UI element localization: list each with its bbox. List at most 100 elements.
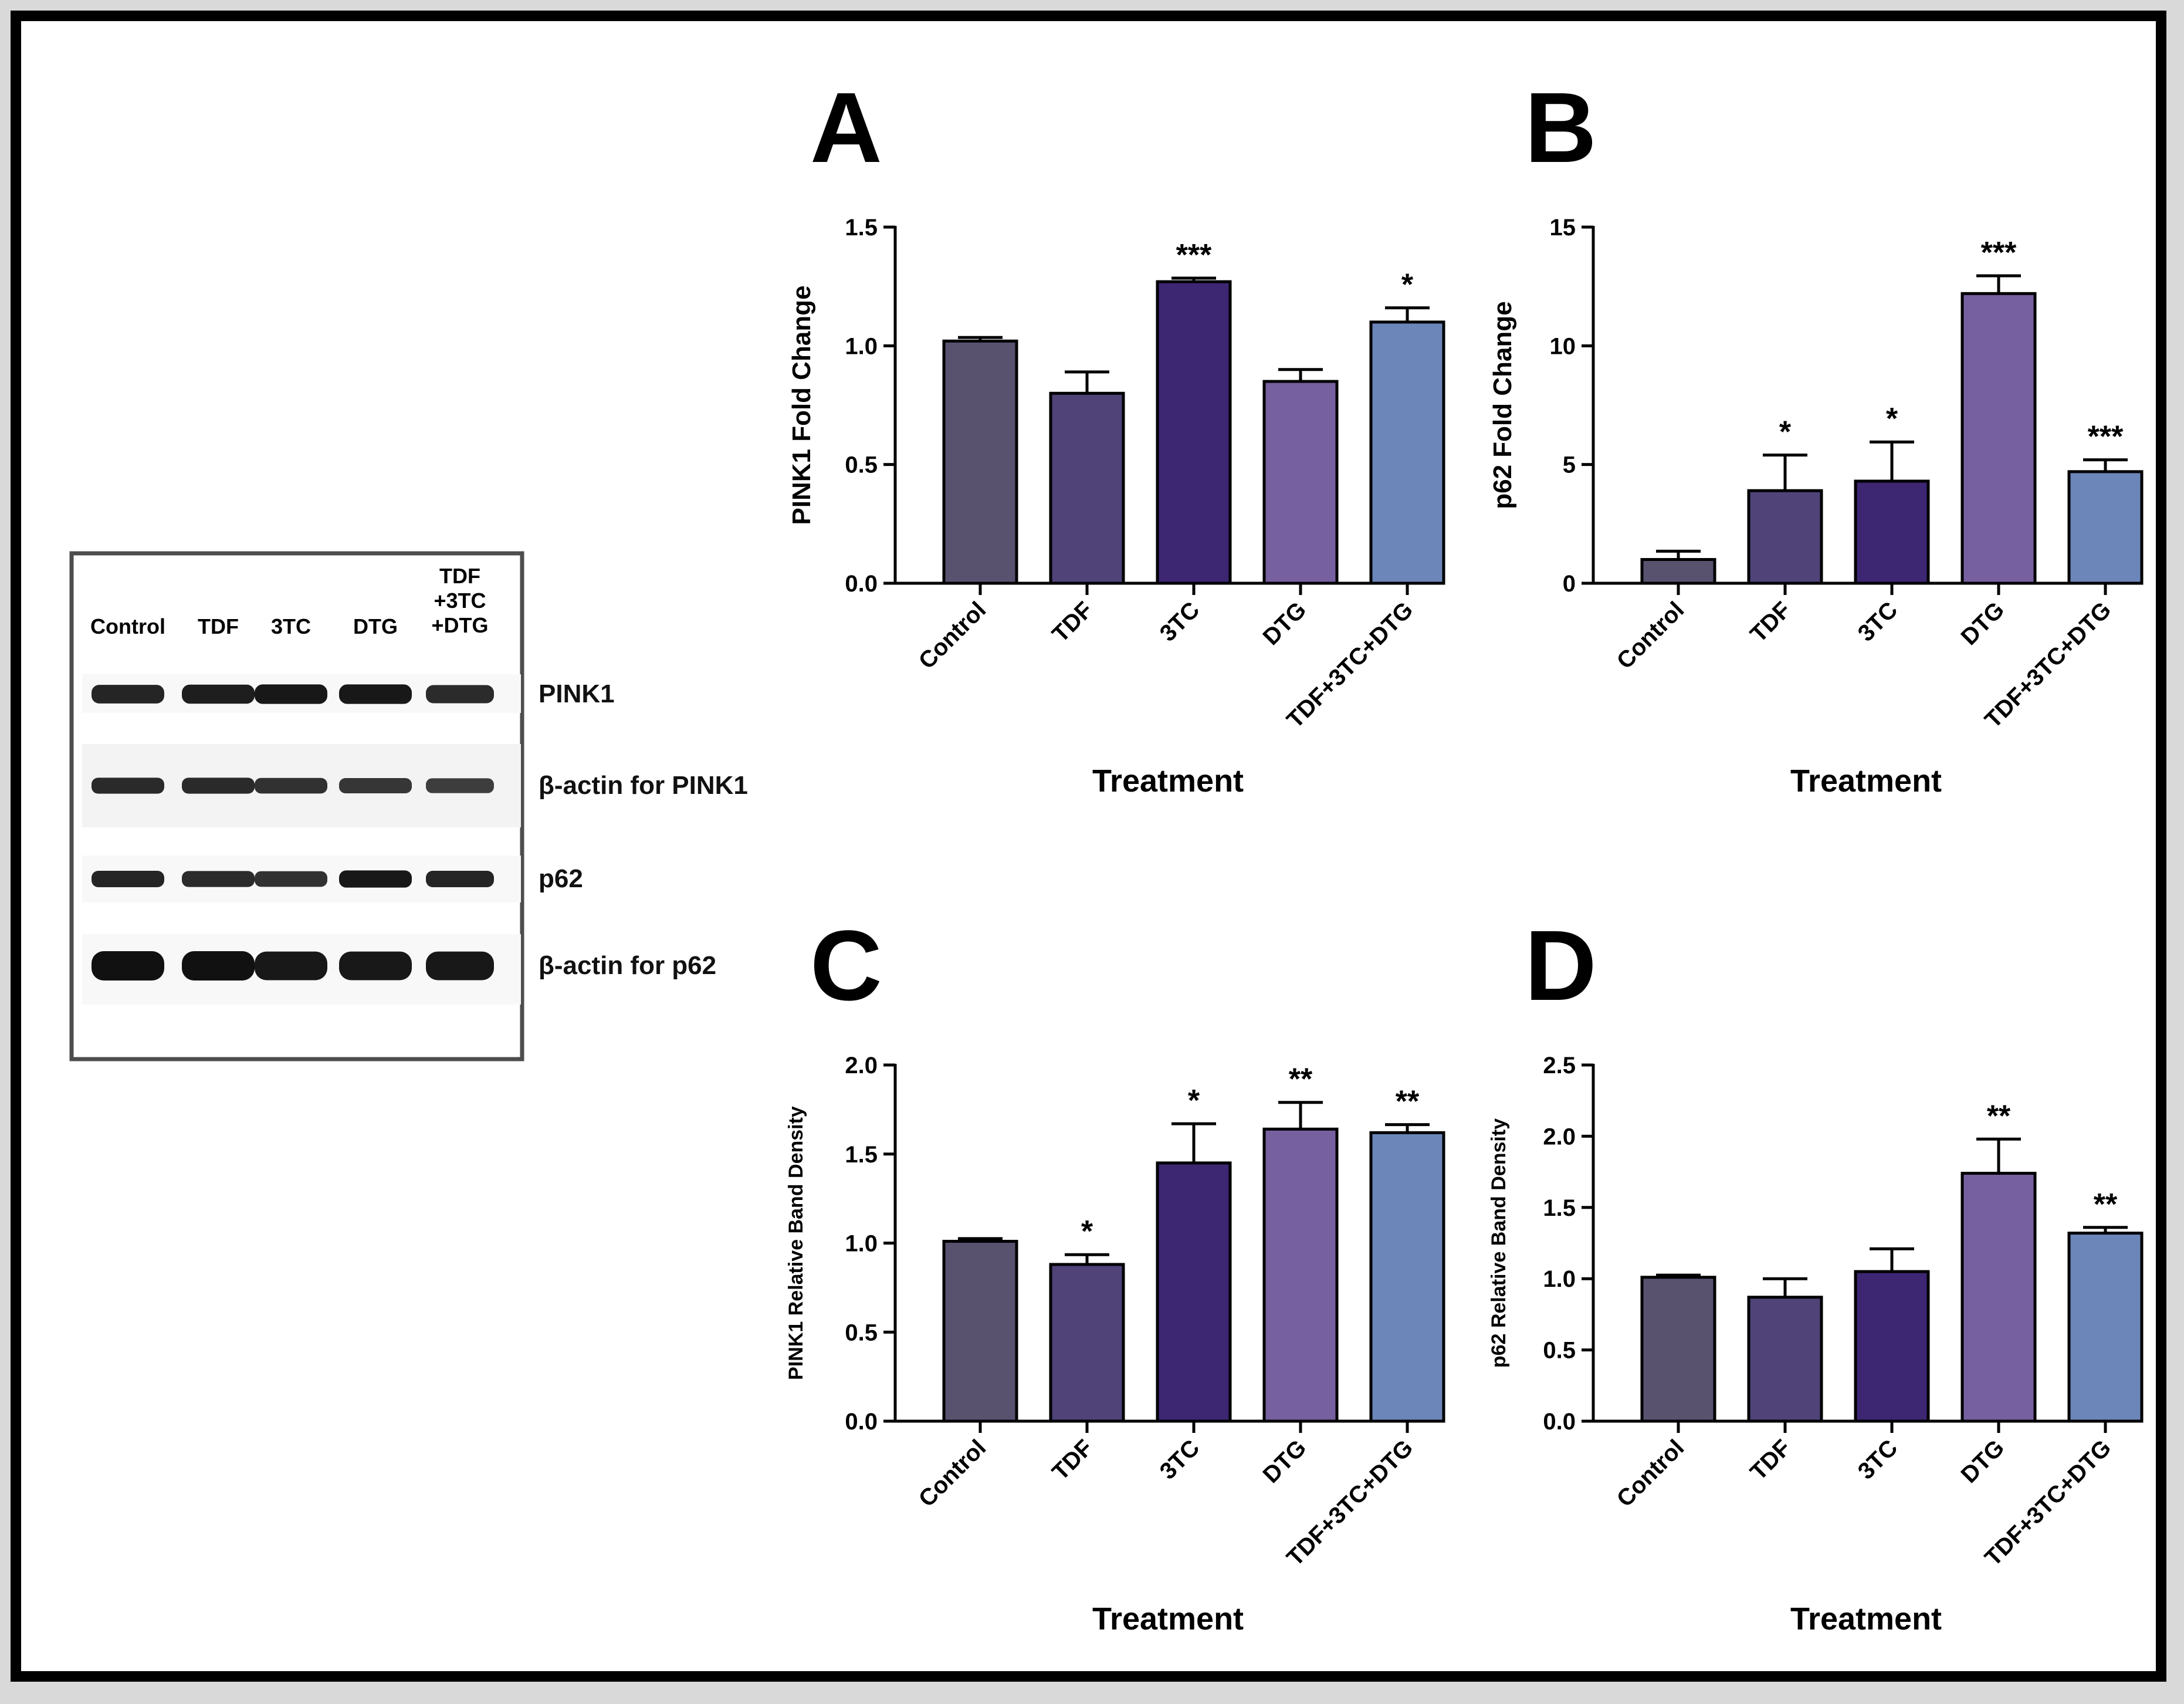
y-tick-label: 0 bbox=[1563, 571, 1576, 597]
y-tick-label: 0.5 bbox=[845, 1320, 878, 1345]
y-tick-label: 1.0 bbox=[845, 1231, 878, 1257]
blot-row-label: p62 bbox=[539, 864, 583, 893]
x-tick-label: 3TC bbox=[1853, 597, 1903, 647]
blot-band bbox=[92, 777, 164, 794]
bar-3tc bbox=[1854, 479, 1930, 585]
significance-marker: ** bbox=[2094, 1188, 2118, 1222]
y-tick-label: 0.0 bbox=[845, 571, 878, 597]
y-tick-label: 15 bbox=[1550, 215, 1576, 241]
significance-marker: *** bbox=[1176, 238, 1212, 272]
blot-band bbox=[426, 778, 494, 793]
blot-band bbox=[92, 685, 164, 704]
significance-marker: *** bbox=[2088, 420, 2124, 454]
y-tick-label: 5 bbox=[1563, 452, 1576, 478]
y-axis-label: PINK1 Relative Band Density bbox=[785, 1106, 807, 1380]
significance-marker: *** bbox=[1981, 236, 2017, 270]
y-tick-label: 0.0 bbox=[845, 1409, 878, 1435]
blot-band bbox=[92, 871, 164, 887]
x-tick-label: 3TC bbox=[1853, 1435, 1903, 1485]
blot-band bbox=[426, 685, 494, 704]
blot-band bbox=[426, 951, 494, 981]
blot-band bbox=[255, 951, 327, 981]
bar-control bbox=[942, 339, 1018, 585]
bar-tdf bbox=[1049, 391, 1125, 585]
bar-control bbox=[1640, 1276, 1716, 1423]
blot-band bbox=[182, 871, 255, 887]
y-tick-label: 2.0 bbox=[845, 1053, 878, 1078]
x-tick-label: 3TC bbox=[1155, 1435, 1205, 1485]
y-tick-label: 1.5 bbox=[845, 1142, 878, 1168]
x-tick-label: Control bbox=[1612, 597, 1689, 674]
bar-tdf-3tc-dtg bbox=[1369, 1131, 1445, 1423]
blot-band bbox=[255, 871, 327, 887]
blot-band bbox=[255, 684, 327, 704]
bar-control bbox=[942, 1239, 1018, 1423]
blot-row-label: β-actin for PINK1 bbox=[539, 771, 748, 800]
blot-lane-label: +DTG bbox=[431, 613, 488, 637]
panel-letter: A bbox=[810, 72, 882, 184]
x-tick-label: TDF bbox=[1047, 597, 1098, 647]
y-tick-label: 2.0 bbox=[1543, 1124, 1576, 1149]
blot-lane-label: Control bbox=[90, 614, 165, 638]
bar-tdf bbox=[1049, 1263, 1125, 1423]
x-tick-label: TDF bbox=[1745, 597, 1796, 647]
y-tick-label: 10 bbox=[1550, 333, 1576, 359]
significance-marker: * bbox=[1188, 1084, 1200, 1118]
blot-lane-label: TDF bbox=[198, 614, 239, 638]
y-axis-label: PINK1 Fold Change bbox=[787, 285, 816, 525]
bar-dtg bbox=[1960, 292, 2037, 585]
x-axis-label: Treatment bbox=[1092, 1601, 1244, 1637]
y-axis-label: p62 Fold Change bbox=[1488, 301, 1517, 509]
significance-marker: * bbox=[1779, 415, 1792, 449]
blot-lane-label: 3TC bbox=[271, 614, 311, 638]
bar-control bbox=[1640, 558, 1716, 585]
x-tick-label: DTG bbox=[1956, 597, 2010, 650]
x-axis-label: Treatment bbox=[1092, 763, 1244, 799]
x-tick-label: DTG bbox=[1258, 597, 1312, 650]
bar-3tc bbox=[1156, 280, 1232, 585]
x-tick-label: Control bbox=[1612, 1435, 1689, 1512]
significance-marker: ** bbox=[1987, 1099, 2011, 1133]
x-tick-label: Control bbox=[914, 1435, 991, 1512]
y-tick-label: 1.0 bbox=[845, 333, 878, 359]
blot-row-label: β-actin for p62 bbox=[539, 951, 716, 980]
bar-tdf bbox=[1747, 489, 1823, 585]
blot-band bbox=[339, 951, 412, 981]
bar-3tc bbox=[1854, 1270, 1930, 1423]
bar-dtg bbox=[1262, 380, 1339, 585]
blot-band bbox=[182, 951, 255, 981]
x-tick-label: DTG bbox=[1258, 1435, 1312, 1488]
blot-band bbox=[339, 684, 412, 704]
blot-band bbox=[339, 778, 412, 793]
y-tick-label: 0.0 bbox=[1543, 1409, 1576, 1435]
y-tick-label: 2.5 bbox=[1543, 1053, 1576, 1078]
blot-lane-label: +3TC bbox=[434, 589, 486, 613]
chart-panel-d: D 0.0 0.5 1.0 1.5 2.0 2.5 p62 Relative Band Den… bbox=[1488, 910, 2144, 1637]
y-tick-label: 0.5 bbox=[845, 452, 878, 478]
panel-letter: D bbox=[1525, 910, 1597, 1022]
blot-lane-label: DTG bbox=[353, 614, 398, 638]
significance-marker: * bbox=[1401, 268, 1414, 302]
blot-band bbox=[182, 777, 255, 794]
x-tick-label: DTG bbox=[1956, 1435, 2010, 1488]
x-tick-label: Control bbox=[914, 597, 991, 674]
significance-marker: * bbox=[1886, 402, 1898, 436]
significance-marker: * bbox=[1081, 1215, 1093, 1249]
y-tick-label: 1.0 bbox=[1543, 1266, 1576, 1292]
y-axis-label: p62 Relative Band Density bbox=[1488, 1118, 1510, 1368]
blot-band bbox=[255, 777, 327, 794]
x-tick-label: TDF bbox=[1047, 1435, 1098, 1485]
y-tick-label: 1.5 bbox=[1543, 1195, 1576, 1221]
y-tick-label: 1.5 bbox=[845, 215, 878, 241]
significance-marker: ** bbox=[1396, 1085, 1420, 1119]
blot-lane-label: TDF bbox=[439, 564, 480, 588]
blot-band bbox=[92, 951, 164, 981]
y-tick-label: 0.5 bbox=[1543, 1338, 1576, 1364]
bar-tdf bbox=[1747, 1296, 1823, 1423]
